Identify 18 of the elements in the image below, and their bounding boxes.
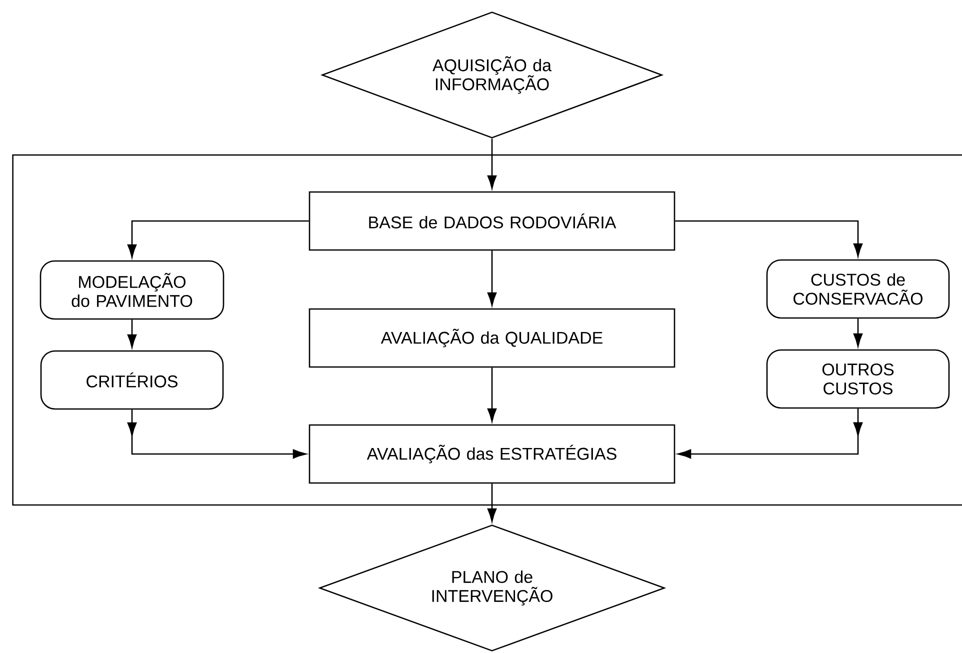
arrow <box>675 220 863 257</box>
arrow <box>127 220 309 258</box>
rounded-box: CUSTOS de CONSERVACÃO <box>766 259 950 319</box>
arrow <box>487 250 497 306</box>
process-box: AVALIAÇÃO da QUALIDADE <box>308 308 676 368</box>
group-frame <box>12 154 962 506</box>
arrow <box>487 138 497 189</box>
rounded-box: CRITÉRIOS <box>40 350 224 410</box>
arrow <box>853 318 863 347</box>
arrow <box>127 320 137 348</box>
arrow <box>678 408 863 459</box>
arrow <box>127 410 306 459</box>
arrow <box>487 368 497 422</box>
rounded-box: OUTROS CUSTOS <box>766 349 950 409</box>
rounded-box: MODELAÇÃO do PAVIMENTO <box>40 260 224 320</box>
arrow <box>487 484 497 522</box>
process-box: AVALIAÇÃO das ESTRATÉGIAS <box>308 424 676 484</box>
process-box: BASE de DADOS RODOVIÁRIA <box>308 191 676 251</box>
